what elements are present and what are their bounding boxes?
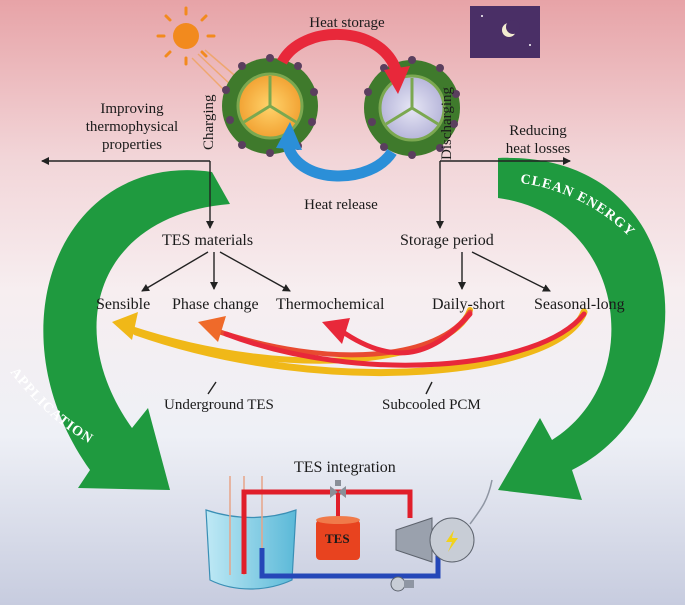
reducing-line-1: Reducing: [509, 123, 567, 139]
application-arrowheads: [112, 312, 350, 344]
underground-tes-label: Underground TES: [164, 397, 274, 413]
phase-change-node: Phase change: [172, 296, 259, 313]
improving-line-3: properties: [102, 137, 162, 153]
clean-energy-text: CLEAN ENERGY: [519, 172, 636, 240]
connector-lines: [41, 157, 571, 395]
charged-capsule-icon: [222, 54, 318, 157]
water-tank-icon: [205, 509, 297, 590]
discharged-capsule-icon: [364, 56, 460, 159]
clean-energy-green-arrow: [498, 157, 666, 500]
tes-integration-system: [205, 476, 493, 592]
turbine-icon: [395, 479, 493, 563]
improving-line-1: Improving: [100, 101, 164, 117]
tes-tank-icon: [316, 516, 360, 560]
sensible-node: Sensible: [96, 296, 151, 313]
heat-release-label: Heat release: [304, 197, 378, 213]
pump-icon: [390, 576, 414, 592]
heat-release-arrow: [276, 122, 397, 182]
application-text: APPLICATION: [7, 365, 95, 447]
svg-text:APPLICATION: APPLICATION: [7, 365, 96, 447]
daily-short-node: Daily-short: [432, 296, 505, 313]
thermochemical-node: Thermochemical: [276, 296, 385, 313]
tes-integration-label: TES integration: [294, 459, 396, 476]
heat-storage-label: Heat storage: [309, 15, 385, 31]
reducing-line-2: heat losses: [505, 141, 571, 157]
tes-materials-node: TES materials: [162, 232, 254, 249]
moon-night-icon: [470, 6, 540, 58]
valve-icon: [330, 480, 346, 498]
application-curved-arrows: [125, 307, 588, 376]
tes-tank-label: TES: [325, 531, 350, 546]
improving-line-2: thermophysical: [85, 119, 179, 135]
heat-storage-arrow: [277, 29, 410, 94]
subcooled-pcm-label: Subcooled PCM: [382, 397, 481, 413]
storage-period-node: Storage period: [400, 232, 494, 249]
application-green-arrow: [43, 170, 230, 490]
svg-text:CLEAN ENERGY: CLEAN ENERGY: [519, 172, 637, 240]
seasonal-long-node: Seasonal-long: [534, 296, 625, 313]
